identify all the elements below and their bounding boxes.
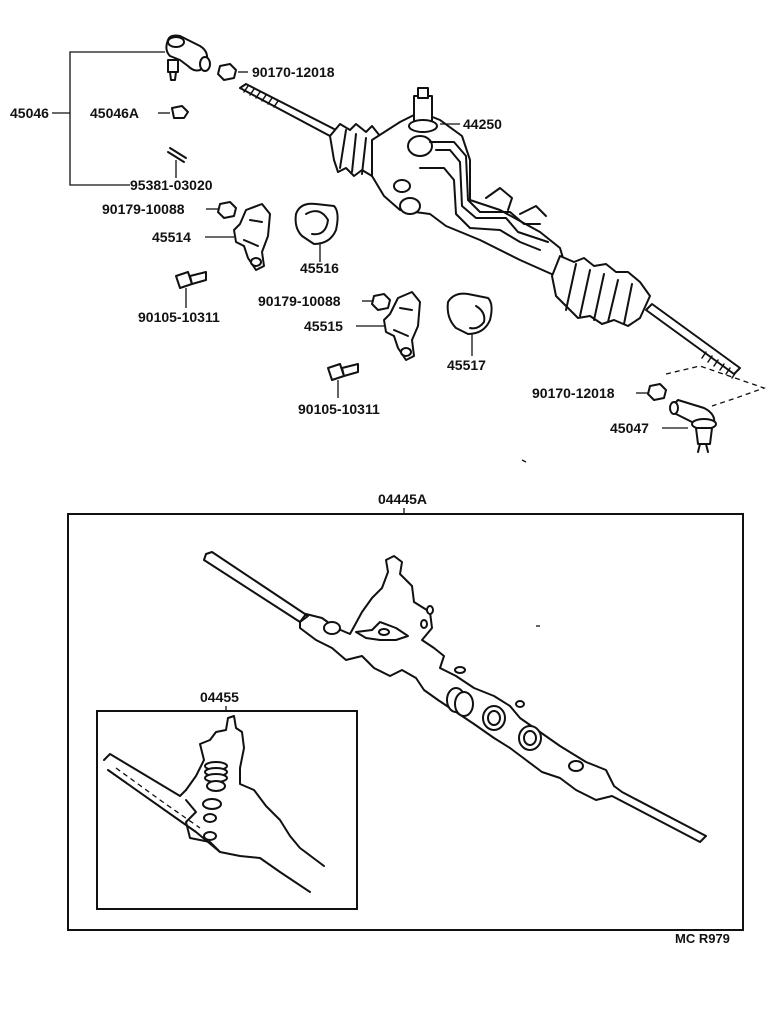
lock-nut-upper-drawing — [217, 63, 248, 81]
gasket-kit-label: 04445A — [378, 491, 427, 507]
tie-rod-end-lh-label: 45046 — [10, 105, 49, 121]
bracket-lh-nut-label: 90179-10088 — [102, 201, 185, 217]
seal-kit-frame — [96, 710, 358, 910]
grommet-lh-label: 45516 — [300, 260, 339, 276]
cotter-pin-drawing — [167, 147, 187, 178]
bracket-rh-nut-drawing — [371, 293, 391, 311]
grommet-rh-drawing — [446, 292, 493, 356]
steering-rack-drawing — [239, 83, 741, 379]
bracket-lh-bolt-drawing — [175, 271, 207, 308]
seal-kit-label: 04455 — [200, 689, 239, 705]
tie-rod-end-lh-drawing — [165, 34, 211, 81]
tie-rod-end-nut-lh-label: 45046A — [90, 105, 139, 121]
bracket-lh-drawing — [233, 203, 271, 271]
tie-rod-end-rh-label: 45047 — [610, 420, 649, 436]
lock-nut-lower-drawing — [647, 383, 667, 401]
bracket-lh-bolt-label: 90105-10311 — [138, 309, 220, 325]
gear-assy-label: 44250 — [463, 116, 502, 132]
bracket-rh-drawing — [383, 291, 421, 361]
gasket-kit-frame — [67, 513, 744, 931]
tie-rod-end-rh-group-dashed — [665, 365, 766, 407]
bracket-rh-nut-label: 90179-10088 — [258, 293, 341, 309]
bracket-lh-nut-drawing — [217, 201, 237, 219]
bracket-rh-bolt-drawing — [327, 363, 359, 398]
cotter-pin-label: 95381-03020 — [130, 177, 213, 193]
bracket-lh-label: 45514 — [152, 229, 191, 245]
grommet-lh-drawing — [294, 202, 339, 262]
seal-kit-rack-outline — [103, 715, 325, 893]
tie-rod-end-rh-drawing — [669, 399, 717, 453]
diagram-code: MC R979 — [675, 931, 730, 946]
grommet-rh-label: 45517 — [447, 357, 486, 373]
tie-rod-end-nut-lh-drawing — [171, 105, 189, 119]
tie-rod-end-lh-group-bracket — [52, 51, 165, 186]
lock-nut-upper-label: 90170-12018 — [252, 64, 335, 80]
bracket-rh-bolt-label: 90105-10311 — [298, 401, 380, 417]
lock-nut-lower-label: 90170-12018 — [532, 385, 615, 401]
gasket-kit-rack-outline — [203, 551, 707, 843]
bracket-rh-label: 45515 — [304, 318, 343, 334]
